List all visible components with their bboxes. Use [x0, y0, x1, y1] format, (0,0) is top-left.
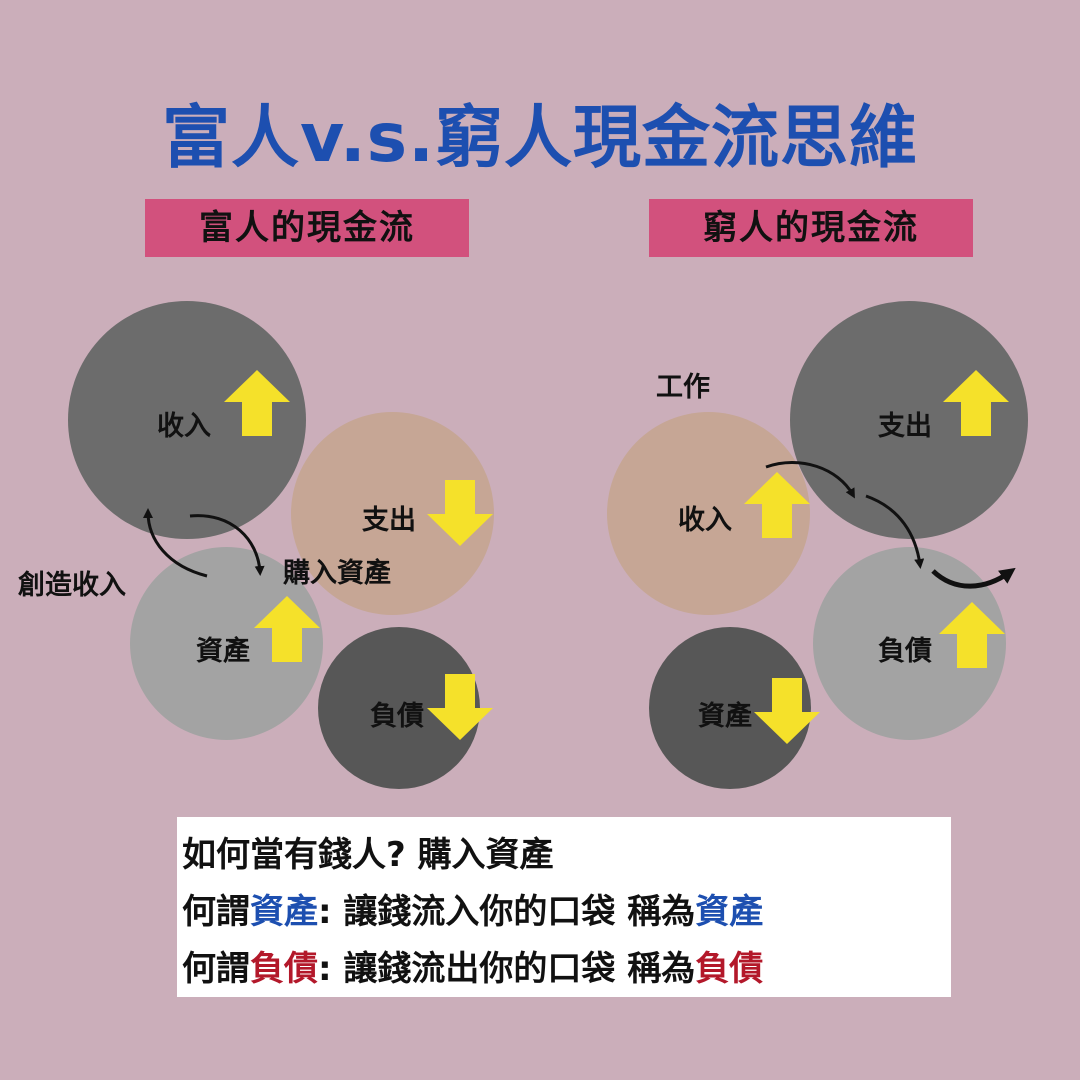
- create-income-label: 創造收入: [18, 570, 126, 601]
- page-title: 富人v.s.窮人現金流思維: [162, 99, 918, 178]
- note-line-3: 何謂負債: 讓錢流出你的口袋 稱為負債: [182, 941, 763, 990]
- asset-term: 資產: [250, 892, 318, 932]
- poor-expense-label: 支出: [878, 411, 932, 442]
- buy-asset-label: 購入資產: [283, 558, 391, 589]
- work-label: 工作: [656, 372, 710, 403]
- rich-expense-label: 支出: [362, 505, 416, 536]
- liability-term-end: 負債: [695, 949, 764, 989]
- up-arrow-icon: [254, 596, 320, 662]
- asset-term-end: 資產: [695, 892, 764, 932]
- note-line-2-body: : 讓錢流入你的口袋 稱為: [318, 892, 696, 932]
- rich-liability-label: 負債: [370, 701, 424, 732]
- poor-header: 窮人的現金流: [649, 199, 973, 257]
- up-arrow-icon: [939, 602, 1005, 668]
- down-arrow-icon: [427, 480, 493, 546]
- up-arrow-icon: [943, 370, 1009, 436]
- up-arrow-icon: [224, 370, 290, 436]
- note-line-1-text: 如何當有錢人? 購入資產: [182, 835, 554, 875]
- down-arrow-icon: [754, 678, 820, 744]
- up-arrow-icon: [744, 472, 810, 538]
- poor-income-label: 收入: [678, 505, 732, 536]
- rich-asset-label: 資產: [196, 636, 250, 667]
- rich-income-label: 收入: [157, 411, 211, 442]
- note-line-2-prefix: 何謂: [182, 892, 250, 932]
- note-line-2: 何謂資產: 讓錢流入你的口袋 稱為資產: [182, 884, 763, 933]
- poor-asset-label: 資產: [698, 701, 752, 732]
- poor-liability-label: 負債: [878, 636, 932, 667]
- note-line-3-prefix: 何謂: [182, 949, 250, 989]
- liability-term: 負債: [250, 949, 318, 989]
- note-line-3-body: : 讓錢流出你的口袋 稱為: [318, 949, 696, 989]
- notes-box: [177, 817, 951, 997]
- down-arrow-icon: [427, 674, 493, 740]
- note-line-1: 如何當有錢人? 購入資產: [182, 827, 554, 876]
- rich-header: 富人的現金流: [145, 199, 469, 257]
